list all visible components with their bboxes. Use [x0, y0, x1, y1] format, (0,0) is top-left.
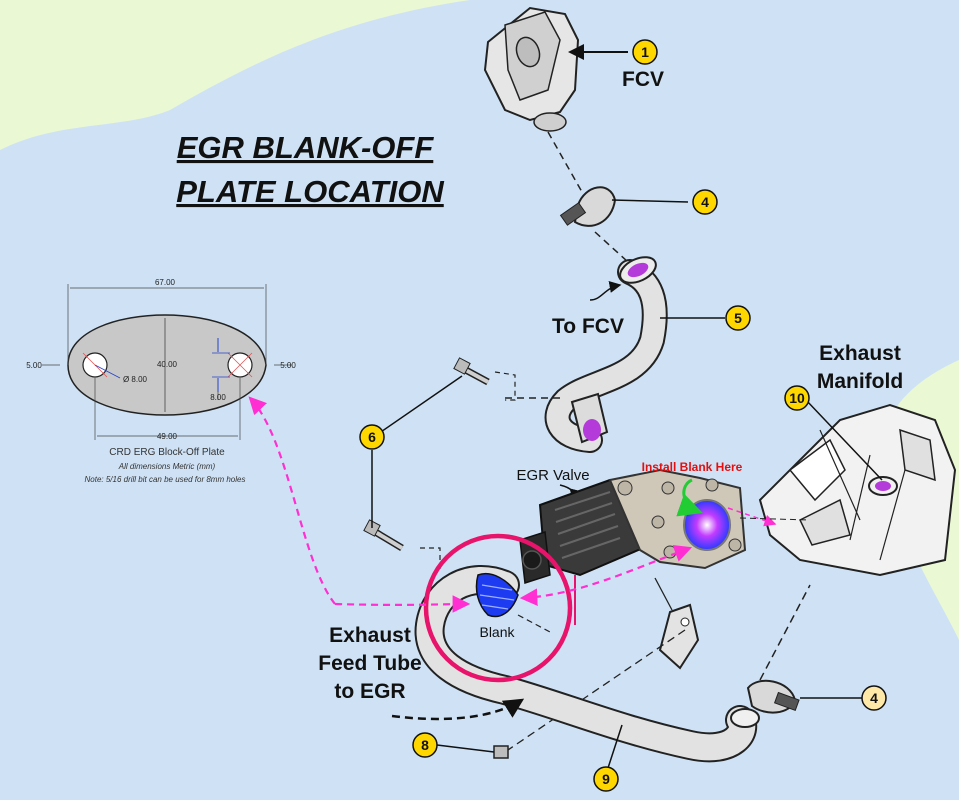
egr-valve-label: EGR Valve	[516, 467, 589, 484]
title-line-2: PLATE LOCATION	[176, 174, 444, 209]
install-blank-arrow	[676, 478, 703, 517]
leader-8	[436, 744, 495, 753]
exhaust-manifold-part	[758, 403, 957, 577]
feed-tube-label-2: Feed Tube	[318, 652, 421, 675]
leader-bolt8	[504, 629, 686, 753]
callout-6: 6	[359, 424, 385, 450]
leader-10	[805, 399, 883, 481]
blank-to-egr-arrow	[519, 545, 693, 606]
plate-to-blank-arrow-horizontal	[334, 595, 471, 613]
to-fcv-label: To FCV	[552, 315, 624, 338]
pipe-to-fcv	[544, 256, 668, 453]
title-line-1: EGR BLANK-OFF	[177, 130, 435, 165]
plate-to-blank-arrow-vertical	[248, 396, 336, 605]
svg-text:5: 5	[734, 310, 742, 326]
svg-text:10: 10	[789, 390, 805, 406]
blank-leader	[517, 614, 551, 633]
bolt-top	[453, 357, 490, 386]
highlight-circle	[423, 533, 573, 683]
blank-plate	[475, 573, 519, 618]
feed-tube-label-1: Exhaust	[329, 624, 411, 647]
exhaust-feed-tube	[414, 565, 760, 763]
dim-hole-vertical: 8.00	[210, 393, 226, 402]
dim-hole: Ø 8.00	[123, 375, 148, 384]
leader-4-top	[611, 199, 689, 203]
arrow-feed-tube	[391, 698, 525, 721]
egr-manifold-leader	[739, 517, 811, 521]
leader-9	[607, 724, 623, 769]
leader-bolt-bottom-dash	[420, 547, 441, 570]
svg-text:4: 4	[701, 194, 709, 210]
blockoff-plate-drawing	[42, 284, 292, 440]
dim-height: 40.00	[157, 360, 178, 369]
callout-5: 5	[725, 305, 751, 331]
callout-10: 10	[784, 385, 810, 411]
svg-text:6: 6	[368, 429, 376, 445]
callout-4-top: 4	[692, 189, 718, 215]
leader-bolt-top-dash	[494, 371, 516, 401]
svg-text:1: 1	[641, 44, 649, 60]
install-blank-label: Install Blank Here	[642, 460, 743, 474]
callout-4-bottom: 4	[861, 685, 887, 711]
dim-left: 5.00	[26, 361, 42, 370]
blank-label: Blank	[479, 624, 515, 640]
plate-note-2: Note: 5/16 drill bit can be used for 8mm…	[85, 475, 246, 484]
svg-text:8: 8	[421, 737, 429, 753]
dim-spacing: 49.00	[157, 432, 178, 441]
arrow-to-fcv	[589, 281, 622, 301]
fcv-part	[483, 6, 628, 132]
svg-text:9: 9	[602, 771, 610, 787]
leader-6-top	[374, 375, 463, 437]
bracket-part	[658, 603, 700, 670]
callout-9: 9	[593, 766, 619, 792]
exhaust-manifold-label-1: Exhaust	[819, 342, 901, 365]
svg-text:4: 4	[870, 690, 878, 706]
exhaust-manifold-label-2: Manifold	[817, 370, 903, 393]
bolt-8-part	[493, 745, 509, 759]
dim-right: 5.00	[280, 361, 296, 370]
leader-clamp-pipe	[594, 231, 629, 263]
feed-tube-label-3: to EGR	[334, 680, 405, 703]
clamp-manifold-leader	[759, 584, 811, 681]
clamp-bottom	[746, 679, 800, 714]
plate-note-1: All dimensions Metric (mm)	[118, 462, 216, 471]
callout-1: 1	[632, 39, 658, 65]
fcv-label: FCV	[622, 68, 664, 91]
callout-8: 8	[412, 732, 438, 758]
plate-caption: CRD ERG Block-Off Plate	[109, 447, 225, 458]
dim-width: 67.00	[155, 278, 176, 287]
